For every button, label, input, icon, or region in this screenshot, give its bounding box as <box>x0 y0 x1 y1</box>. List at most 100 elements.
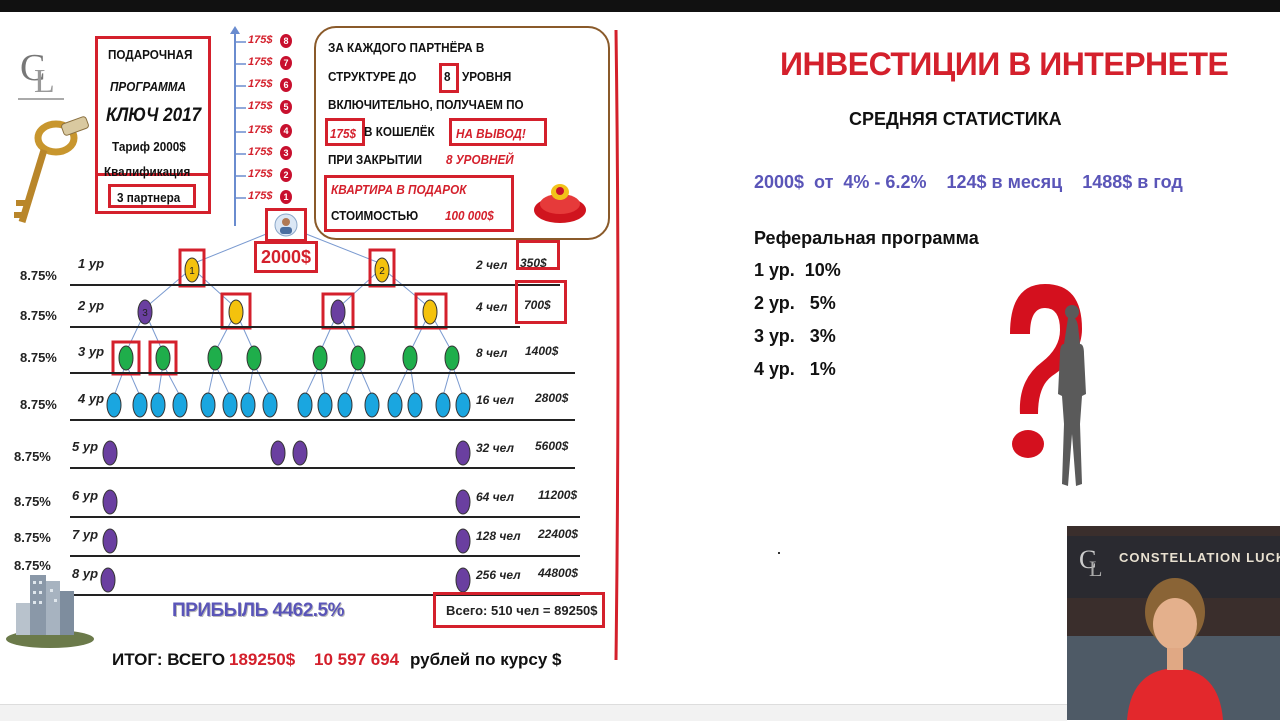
qualification-value: 3 партнера <box>117 190 181 205</box>
level-2-percent: 8.75% <box>20 308 57 323</box>
root-amount-box: 2000$ <box>254 241 318 273</box>
stats-subtitle: СРЕДНЯЯ СТАТИСТИКА <box>849 109 1062 129</box>
level-4-percent: 8.75% <box>20 397 57 412</box>
level-3-percent: 8.75% <box>20 350 57 365</box>
tree-node-40 <box>455 567 471 593</box>
key-icon <box>10 112 90 232</box>
level-2-sum-highlight <box>515 280 567 324</box>
level-6-line <box>70 516 580 518</box>
level-3-label: 3 ур <box>78 344 105 359</box>
qualification-value-box: 3 партнера <box>108 184 196 208</box>
node-highlight-4 <box>220 292 252 330</box>
referral-item-4: 4 ур. 1% <box>754 359 836 379</box>
bottom-bar <box>0 704 1067 721</box>
node-highlight-6 <box>414 292 448 330</box>
node-highlight-7 <box>111 340 141 376</box>
level-1-sum: 350$ <box>520 256 547 270</box>
summary-rub: 10 597 694 <box>314 650 400 669</box>
question-mark-icon <box>990 274 1100 494</box>
webcam-person <box>1127 572 1223 720</box>
tree-node-7 <box>118 345 134 371</box>
level-4-sum: 2800$ <box>535 391 569 405</box>
svg-text:C: C <box>1079 545 1096 574</box>
withdraw-highlight: НА ВЫВОД! <box>449 118 547 146</box>
arrow-amount-6: 175$ <box>248 146 273 158</box>
level-6-percent: 8.75% <box>14 494 51 509</box>
summary-label: ИТОГ: ВСЕГО <box>112 650 226 669</box>
tree-node-label-2: 2 <box>379 266 385 277</box>
profit-label: ПРИБЫЛЬ 4462.5% <box>172 600 345 621</box>
tree-node-26 <box>364 392 380 418</box>
tree-node-16 <box>132 392 148 418</box>
level-5-label: 5 ур <box>72 439 99 454</box>
tree-node-24 <box>317 392 333 418</box>
total-box: Всего: 510 чел = 89250$ <box>433 592 605 628</box>
level-4-line <box>70 419 575 421</box>
callout-line-2a: СТРУКТУРЕ ДО <box>328 69 417 84</box>
divider-line <box>612 29 622 661</box>
referral-title: Реферальная программа <box>754 228 979 248</box>
root-avatar-box <box>265 208 307 242</box>
gift-program-box: ПОДАРОЧНАЯ ПРОГРАММА КЛЮЧ 2017 Тариф 200… <box>95 36 211 176</box>
program-line-4: Тариф 2000$ <box>112 139 186 154</box>
total-label: Всего: 510 чел = 89250$ <box>446 603 598 618</box>
level-1-percent: 8.75% <box>20 268 57 283</box>
callout-line-6: КВАРТИРА В ПОДАРОК <box>331 182 467 197</box>
level-4-label: 4 ур <box>78 391 105 406</box>
tree-branch-4 <box>191 267 237 309</box>
tree-node-38 <box>455 528 471 554</box>
level-8-line <box>70 594 580 596</box>
level-4-count: 16 чел <box>476 393 514 407</box>
callout-line-5a: ПРИ ЗАКРЫТИИ <box>328 152 423 167</box>
tree-node-28 <box>407 392 423 418</box>
tree-node-3 <box>137 299 153 325</box>
level-5-count: 32 чел <box>476 441 514 455</box>
node-highlight-1 <box>178 248 206 288</box>
tree-node-6 <box>422 299 438 325</box>
tree-node-37 <box>102 528 118 554</box>
tree-node-29 <box>435 392 451 418</box>
level-7-line <box>70 555 580 557</box>
callout-line-5b: 8 УРОВНЕЙ <box>446 152 514 167</box>
arrow-level-number-5: 4 <box>280 124 292 138</box>
node-highlight-2 <box>368 248 396 288</box>
tree-node-39 <box>100 567 116 593</box>
tree-node-17 <box>150 392 166 418</box>
level-1-line <box>70 284 560 286</box>
arrow-level-number-4: 5 <box>280 100 292 114</box>
tree-node-32 <box>270 440 286 466</box>
tree-node-12 <box>350 345 366 371</box>
level-7-percent: 8.75% <box>14 530 51 545</box>
amount-175-highlight: 175$ <box>325 118 365 146</box>
tree-node-4 <box>228 299 244 325</box>
level-8-sum: 44800$ <box>538 566 579 580</box>
program-line-1: ПОДАРОЧНАЯ <box>108 47 193 62</box>
arrow-amount-2: 175$ <box>248 56 273 68</box>
webcam-banner: CONSTELLATION LUCK <box>1119 550 1280 565</box>
tree-node-label-1: 1 <box>189 266 195 277</box>
tree-node-30 <box>455 392 471 418</box>
tree-node-21 <box>240 392 256 418</box>
callout-line-2c: УРОВНЯ <box>462 69 512 84</box>
tree-node-2 <box>374 257 390 283</box>
level-1-count: 2 чел <box>476 258 508 272</box>
tree-node-31 <box>102 440 118 466</box>
avatar <box>274 213 298 237</box>
referral-item-1: 1 ур. 10% <box>754 260 841 280</box>
tree-node-23 <box>297 392 313 418</box>
arrow-level-number-3: 6 <box>280 78 292 92</box>
level-8-count: 256 чел <box>476 568 521 582</box>
level-8-percent: 8.75% <box>14 558 51 573</box>
page-title: ИНВЕСТИЦИИ В ИНТЕРНЕТЕ <box>780 46 1229 82</box>
arrow-level-number-1: 8 <box>280 34 292 48</box>
level-6-label: 6 ур <box>72 488 99 503</box>
arrow-level-number-6: 3 <box>280 146 292 160</box>
tree-node-36 <box>455 489 471 515</box>
callout-line-1: ЗА КАЖДОГО ПАРТНЁРА В <box>328 40 485 55</box>
program-line-2: ПРОГРАММА <box>110 79 186 94</box>
level-3-sum: 1400$ <box>525 344 559 358</box>
tree-node-5 <box>330 299 346 325</box>
svg-text:C: C <box>20 47 45 89</box>
tree-node-14 <box>444 345 460 371</box>
